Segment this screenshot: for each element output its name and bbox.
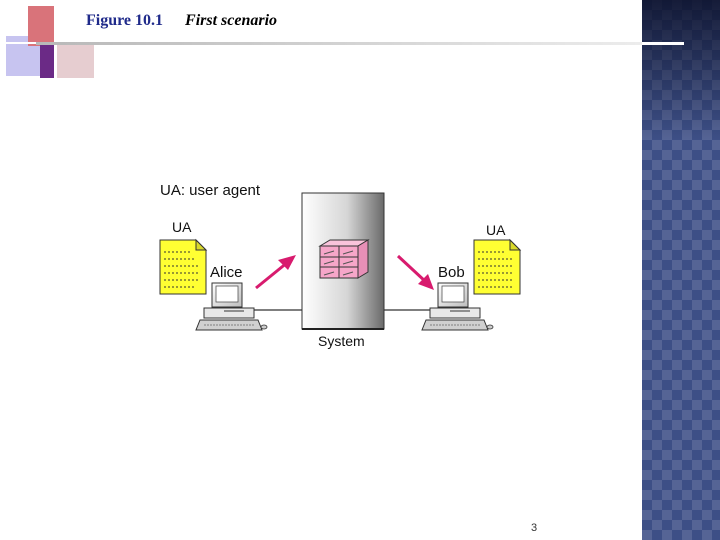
bob-computer-icon bbox=[421, 282, 494, 331]
right-ua-document-icon bbox=[473, 238, 522, 295]
decor-line-vertical bbox=[55, 4, 57, 78]
mailbox-icon bbox=[318, 239, 370, 279]
arrow-system-to-bob bbox=[396, 254, 434, 290]
right-ua-label: UA bbox=[486, 222, 506, 238]
decor-square-red bbox=[28, 6, 54, 46]
slide-title: Figure 10.1 First scenario bbox=[86, 12, 277, 30]
left-ua-document-icon bbox=[159, 238, 208, 295]
bob-label: Bob bbox=[438, 264, 465, 281]
system-label: System bbox=[318, 333, 365, 349]
page-number: 3 bbox=[531, 522, 538, 534]
title-rule-right bbox=[642, 42, 684, 45]
left-ua-label: UA bbox=[172, 219, 192, 235]
right-decor-shade bbox=[642, 0, 720, 140]
arrow-alice-to-system bbox=[255, 255, 296, 290]
figure-title: First scenario bbox=[185, 12, 278, 29]
alice-computer-icon bbox=[195, 282, 268, 331]
decor-square-pink bbox=[56, 44, 94, 78]
system-box bbox=[301, 192, 385, 330]
legend-text: UA: user agent bbox=[160, 182, 261, 199]
alice-label: Alice bbox=[210, 264, 243, 281]
decor-square-purple bbox=[40, 44, 54, 78]
figure-label: Figure 10.1 bbox=[86, 12, 164, 29]
title-rule bbox=[36, 42, 642, 45]
